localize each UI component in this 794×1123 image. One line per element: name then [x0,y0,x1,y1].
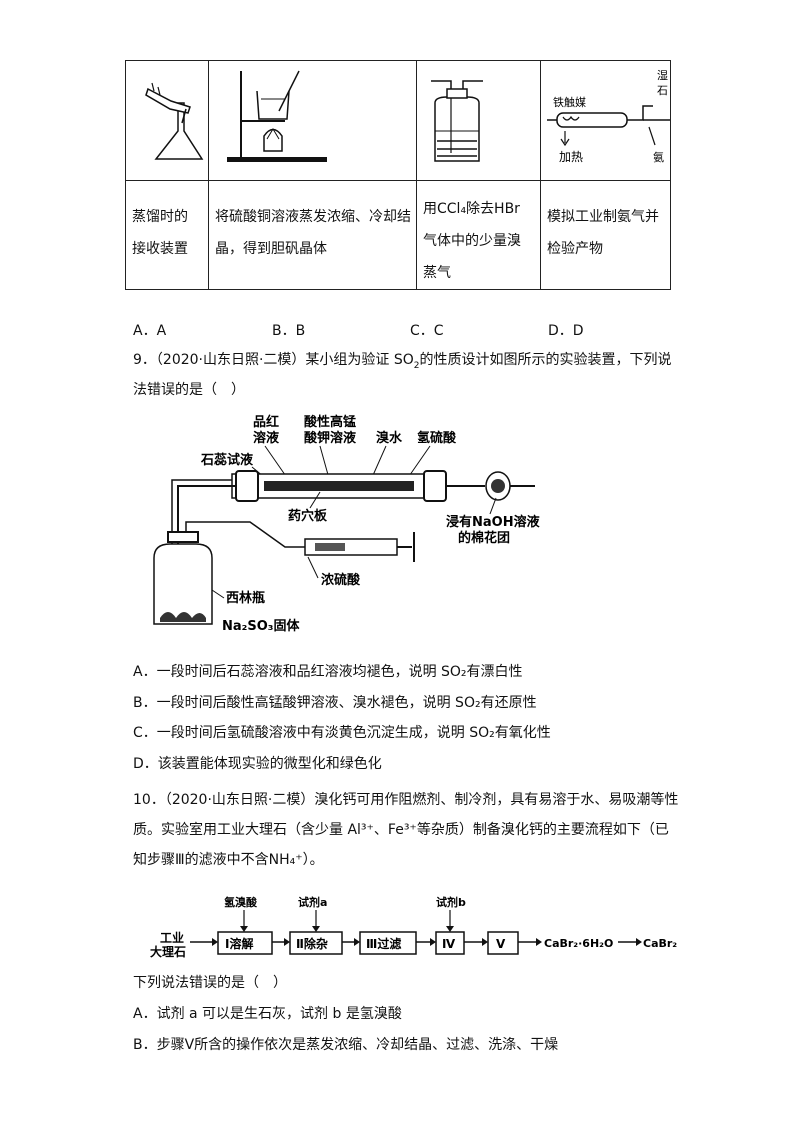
label-bottle: 西林瓶 [226,590,265,606]
label-pinhong-1: 品红 [253,414,279,430]
q9-option-b[interactable]: B．一段时间后酸性高锰酸钾溶液、溴水褪色，说明 SO₂有还原性 [133,695,537,711]
cell-d-figure: 铁触媒 湿 石 加热 氨 [540,60,671,181]
cell-c-line1: 用CCl₄除去HBr [423,201,520,217]
label-wet: 湿 [657,69,668,82]
gas-washing-bottle-figure [431,80,483,162]
label-bromine: 溴水 [376,430,403,446]
q8-option-b[interactable]: B．B [272,323,306,339]
reagent-b: 试剂b [436,895,466,909]
q9-option-a[interactable]: A．一段时间后石蕊溶液和品红溶液均褪色，说明 SO₂有漂白性 [133,664,523,680]
flow-step-3: Ⅲ过滤 [366,936,401,951]
label-na2so3: Na₂SO₃固体 [222,618,300,634]
q10-stem-line3: 知步骤Ⅲ的滤液中不含NH₄⁺）。 [133,852,324,868]
q8-option-a[interactable]: A．A [133,323,167,339]
q9-stem-line2: 法错误的是（ ） [133,382,245,398]
label-h2so4: 浓硫酸 [321,572,361,588]
label-kmno4-1: 酸性高锰 [304,414,356,430]
flow-step-1: Ⅰ溶解 [225,936,253,951]
q10-stem-line2: 质。实验室用工业大理石（含少量 Al³⁺、Fe³⁺等杂质）制备溴化钙的主要流程如… [133,822,669,838]
cell-d-line1: 模拟工业制氨气并 [547,209,659,225]
q10-option-a[interactable]: A．试剂 a 可以是生石灰，试剂 b 是氢溴酸 [133,1006,402,1022]
cell-a-line2: 接收装置 [132,241,188,257]
label-naoh-1: 浸有NaOH溶液 [446,514,540,530]
receiving-flask-figure [145,82,204,160]
label-naoh-2: 的棉花团 [458,530,510,546]
q10-stem-line1: 10．（2020·山东日照·二模）溴化钙可用作阻燃剂、制冷剂，具有易溶于水、易吸… [133,792,679,808]
q9-option-d[interactable]: D．该装置能体现实验的微型化和绿色化 [133,756,382,772]
label-catalyst: 铁触媒 [553,95,586,109]
q8-option-d[interactable]: D．D [548,323,584,339]
cell-c-line3: 蒸气 [423,265,451,281]
flow-step-4: Ⅳ [442,937,456,951]
reagent-hbr: 氢溴酸 [224,895,258,909]
flow-start-1: 工业 [160,930,184,945]
label-heat: 加热 [559,150,583,164]
flow-product-2: CaBr₂ [643,937,677,950]
q10-flowchart: 工业 大理石 Ⅰ溶解 Ⅱ除杂 Ⅲ过滤 Ⅳ Ⅴ CaBr₂·6H₂O CaBr₂ … [150,895,677,959]
q9-stem-line1: 9．（2020·山东日照·二模）某小组为验证 SO2的性质设计如图所示的实验装置… [133,352,672,371]
flow-product-1: CaBr₂·6H₂O [544,937,613,950]
label-plate: 药穴板 [288,508,328,524]
q10-ask: 下列说法错误的是（ ） [133,975,287,991]
cell-d-line2: 检验产物 [547,241,603,257]
label-n: 氨 [653,151,664,164]
cell-a-text: 蒸馏时的 接收装置 [125,180,209,290]
label-h2s: 氢硫酸 [417,430,457,446]
apparatus-table: 铁触媒 湿 石 加热 氨 蒸馏时的 接收装置 [125,60,671,290]
cell-b-text: 将硫酸铜溶液蒸发浓缩、冷却结 晶，得到胆矾晶体 [208,180,417,290]
ammonia-synthesis-figure: 铁触媒 湿 石 加热 氨 [547,69,670,164]
cell-c-text: 用CCl₄除去HBr 气体中的少量溴 蒸气 [416,180,541,290]
cell-b-line1: 将硫酸铜溶液蒸发浓缩、冷却结 [215,209,411,225]
q9-option-c[interactable]: C．一段时间后氢硫酸溶液中有淡黄色沉淀生成，说明 SO₂有氧化性 [133,725,551,741]
reagent-a: 试剂a [298,895,327,909]
cell-a-line1: 蒸馏时的 [132,209,188,225]
cell-c-figure [416,60,541,181]
cell-b-figure [208,60,417,181]
cell-b-line2: 晶，得到胆矾晶体 [215,241,327,257]
q8-option-c[interactable]: C．C [410,323,444,339]
label-stone: 石 [657,84,668,97]
label-kmno4-2: 酸钾溶液 [304,430,356,446]
flow-step-2: Ⅱ除杂 [296,936,328,951]
q10-option-b[interactable]: B．步骤Ⅴ所含的操作依次是蒸发浓缩、冷却结晶、过滤、洗涤、干燥 [133,1037,559,1053]
cell-c-line2: 气体中的少量溴 [423,233,521,249]
flow-step-5: Ⅴ [496,937,506,951]
cell-d-text: 模拟工业制氨气并 检验产物 [540,180,671,290]
flow-start-2: 大理石 [150,944,186,959]
evaporation-figure [227,70,327,162]
q9-apparatus-figure: 品红 溶液 酸性高锰 酸钾溶液 溴水 氢硫酸 石蕊试液 药穴板 浸有NaOH溶液… [153,414,540,634]
cell-a-figure [125,60,209,181]
label-litmus: 石蕊试液 [200,452,253,468]
label-pinhong-2: 溶液 [253,430,279,446]
